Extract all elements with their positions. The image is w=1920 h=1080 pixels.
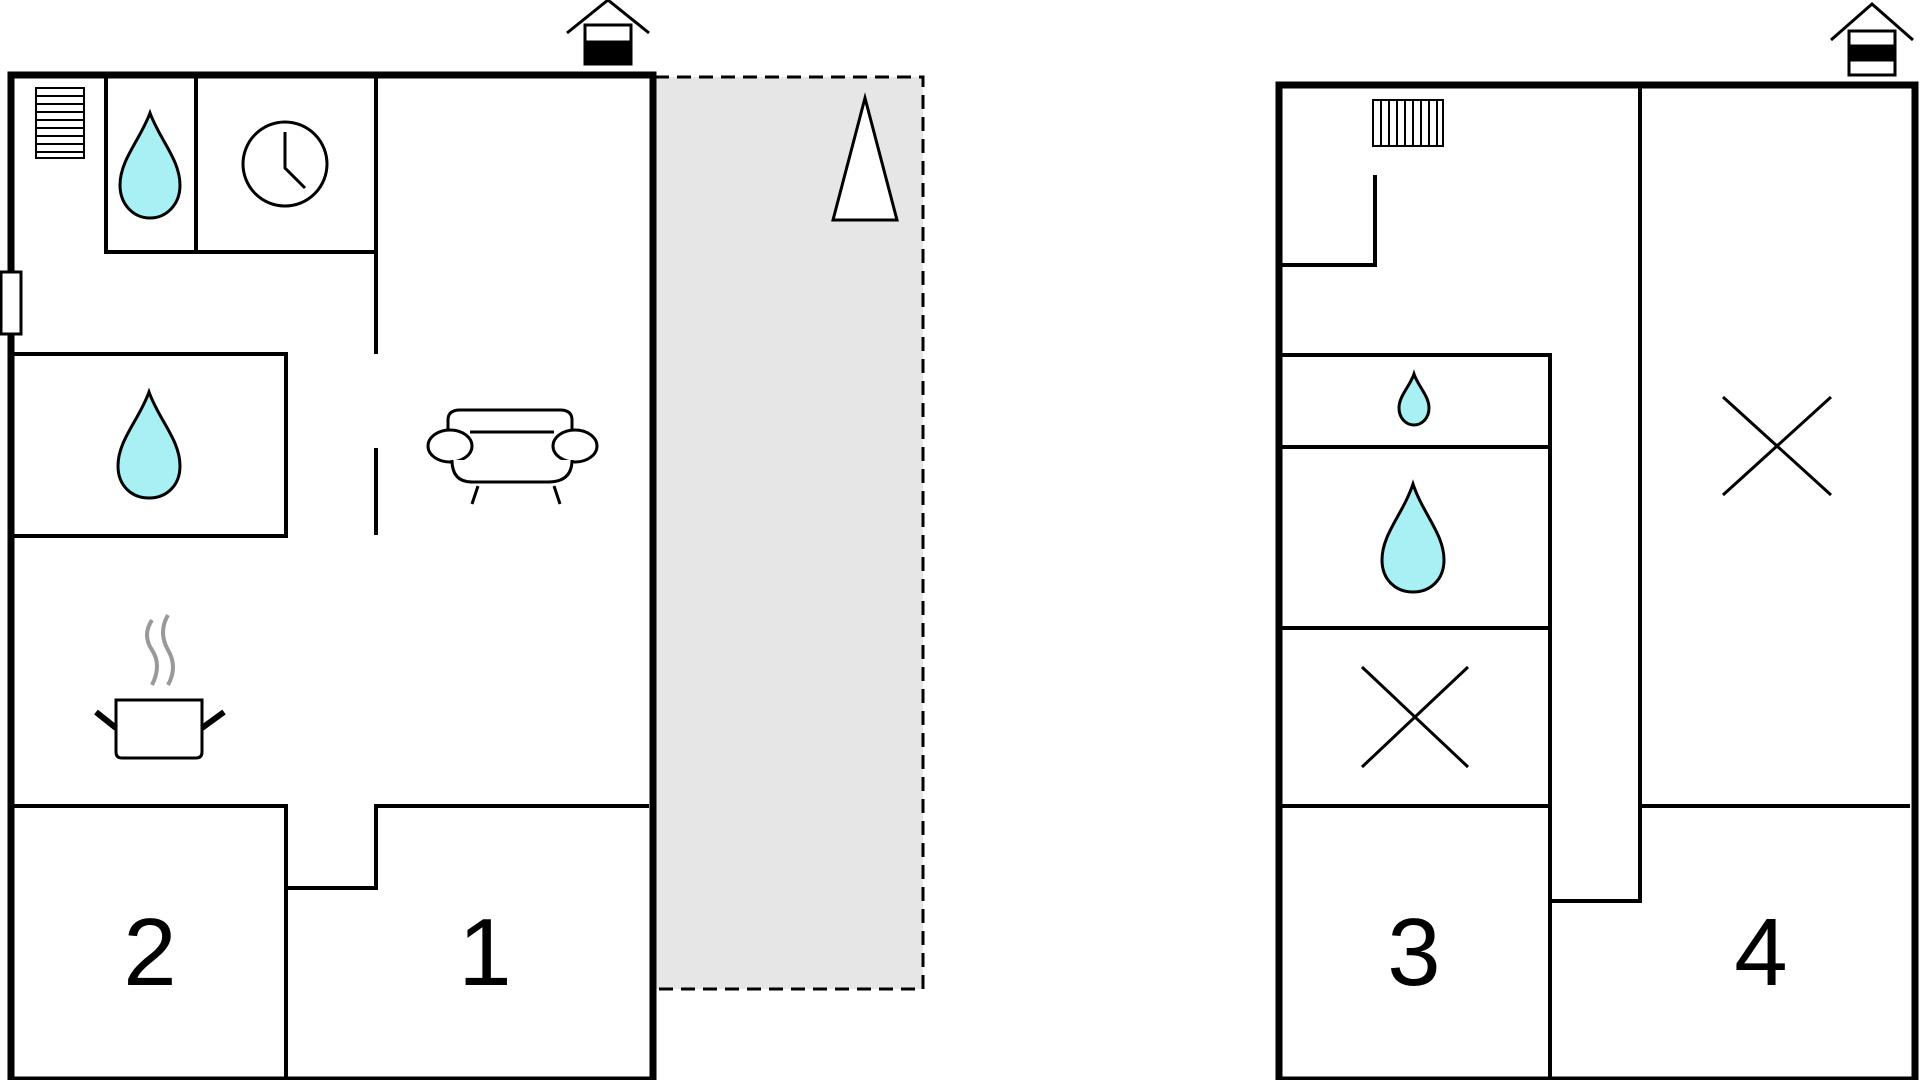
sofa-icon xyxy=(426,408,599,505)
x-mark-icon xyxy=(1360,665,1470,769)
left-floor-plan: 2 1 xyxy=(0,0,925,1080)
entrance-house-icon xyxy=(1830,2,1914,77)
water-drop-icon xyxy=(116,387,182,500)
room-number: 2 xyxy=(123,899,176,1006)
right-floor-plan: 3 4 xyxy=(1275,2,1919,1080)
cooking-pot-icon xyxy=(94,613,226,760)
room-number: 3 xyxy=(1387,899,1440,1006)
stairs-icon xyxy=(1372,99,1444,147)
right-outer-wall xyxy=(1275,81,1919,1080)
entrance-house-icon xyxy=(566,0,650,66)
room-number: 4 xyxy=(1734,899,1787,1006)
room-number: 1 xyxy=(458,899,511,1006)
clock-icon xyxy=(241,120,329,208)
window xyxy=(0,270,23,336)
stairs-icon xyxy=(35,87,85,159)
water-drop-icon xyxy=(118,108,182,220)
left-interior-walls xyxy=(14,77,649,1080)
terrace-area xyxy=(653,75,925,991)
water-drop-icon xyxy=(1380,479,1446,594)
water-drop-icon xyxy=(1397,369,1431,427)
terrace-tree-icon xyxy=(831,92,899,222)
x-mark-icon xyxy=(1721,395,1833,497)
right-interior-walls xyxy=(1282,88,1910,1080)
left-outer-wall xyxy=(7,71,657,1080)
